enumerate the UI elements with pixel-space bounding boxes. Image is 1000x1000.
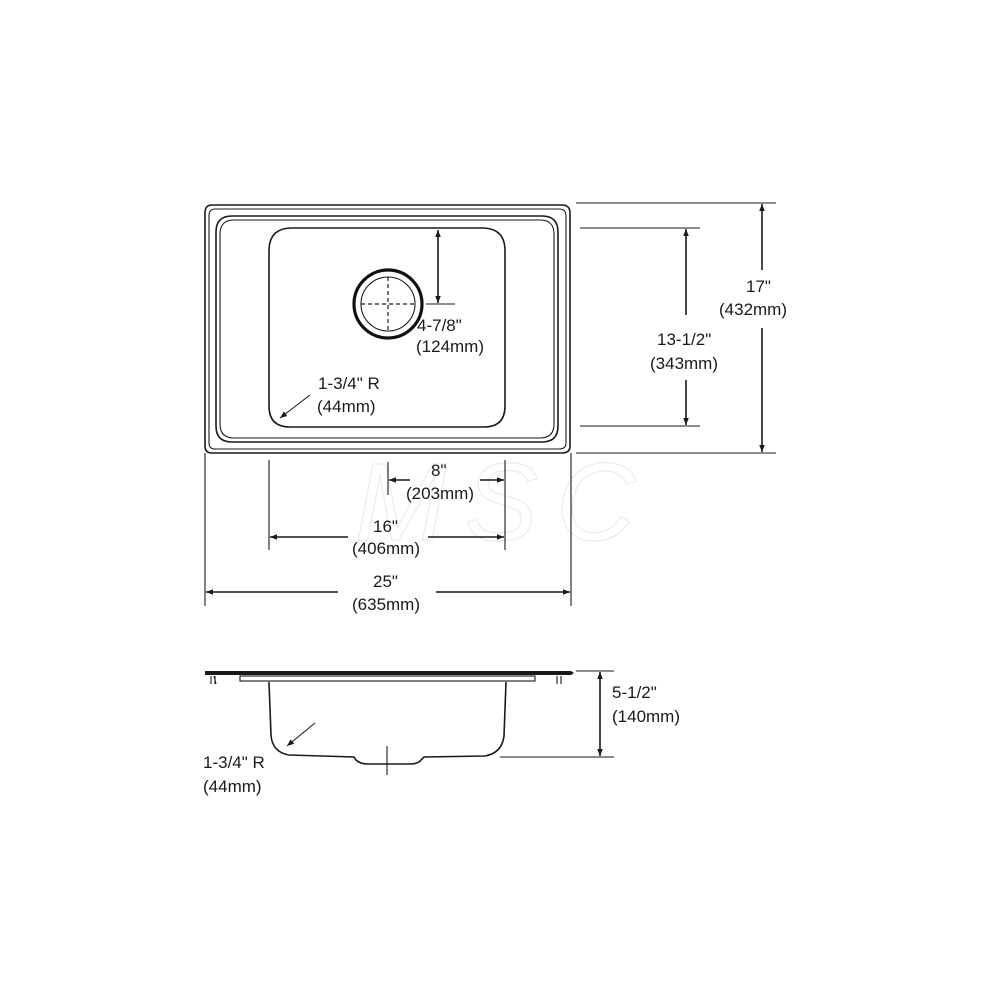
depth-metric: (140mm) [612, 707, 680, 726]
drain-centerline-metric: (203mm) [406, 484, 474, 503]
watermark: MSC [355, 441, 653, 564]
drain-offset-metric: (124mm) [416, 337, 484, 356]
corner-radius-imperial: 1-3/4" R [318, 374, 380, 393]
corner-radius-leader [279, 394, 311, 419]
drain-offset-imperial: 4-7/8" [417, 316, 462, 335]
overall-length-imperial: 17" [746, 277, 771, 296]
inner-rim [215, 215, 559, 443]
depth-imperial: 5-1/2" [612, 683, 657, 702]
corner-radius-metric: (44mm) [317, 397, 376, 416]
overall-width-imperial: 25" [373, 572, 398, 591]
bowl-outline [268, 227, 506, 428]
width-dimensions: 8" (203mm) 16" (406mm) 25" (635mm) [204, 453, 572, 614]
bowl-width-metric: (406mm) [352, 539, 420, 558]
rim-lip [239, 675, 536, 682]
side-corner-radius-metric: (44mm) [203, 777, 262, 796]
side-view: 5-1/2" (140mm) 1-3/4" R (44mm) [203, 670, 680, 796]
drain-centerline-imperial: 8" [431, 461, 447, 480]
overall-width-metric: (635mm) [352, 595, 420, 614]
deck [205, 671, 574, 675]
side-corner-radius-leader [286, 722, 316, 747]
top-view: 4-7/8" (124mm) 1-3/4" R (44mm) [204, 204, 571, 454]
side-corner-radius-imperial: 1-3/4" R [203, 753, 265, 772]
bowl-width-imperial: 16" [373, 517, 398, 536]
bowl-length-imperial: 13-1/2" [657, 330, 711, 349]
drain-outer-ring [352, 268, 424, 340]
overall-length-metric: (432mm) [719, 300, 787, 319]
bowl-profile [268, 681, 507, 765]
length-dimensions: 13-1/2" (343mm) 17" (432mm) [576, 202, 787, 454]
bowl-length-metric: (343mm) [650, 354, 718, 373]
outer-rim [204, 204, 571, 454]
